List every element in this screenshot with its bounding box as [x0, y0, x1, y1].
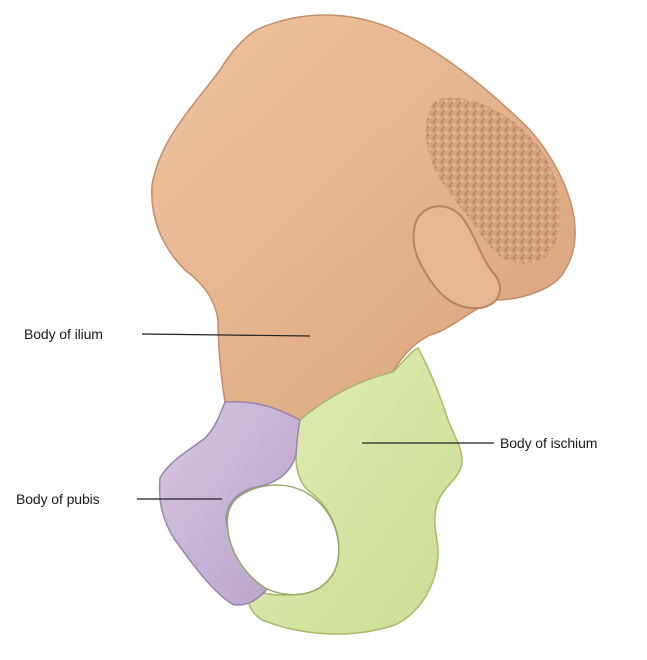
label-body-of-ilium: Body of ilium [24, 326, 103, 342]
label-body-of-pubis: Body of pubis [16, 491, 100, 507]
label-body-of-ischium: Body of ischium [500, 435, 597, 451]
